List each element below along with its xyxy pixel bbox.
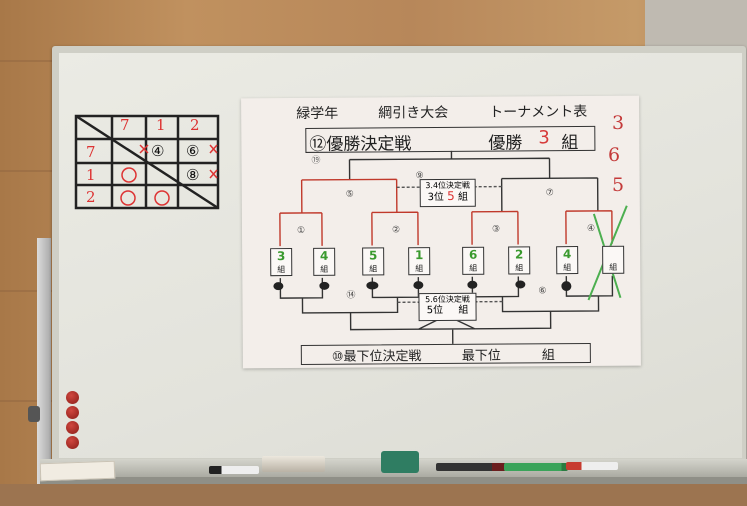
team-kumi: 組 xyxy=(320,264,329,274)
tournament-poster: 緑学年 綱引き大会 トーナメント表 ⑫優勝決定戦 優勝 3 組 ⑲ ⑨ 3.4位… xyxy=(241,95,641,369)
match-label: ④ xyxy=(586,223,596,234)
last-place-box: ⑩最下位決定戦 最下位 組 xyxy=(300,342,591,365)
champion-label: 優勝 xyxy=(488,133,523,154)
team-box: 4 組 xyxy=(313,247,336,276)
team-box: 2 組 xyxy=(508,246,531,275)
fifth-place-title: 5.6位決定戦 xyxy=(425,294,470,305)
magnet[interactable] xyxy=(66,436,79,449)
champion-kumi: 組 xyxy=(561,133,579,154)
last-place-kumi: 組 xyxy=(541,348,555,364)
third-place-result: 3位 5 組 xyxy=(421,188,475,204)
magnet[interactable] xyxy=(66,421,79,434)
side-note: 5 xyxy=(612,174,625,196)
poster-title-table: トーナメント表 xyxy=(489,103,588,121)
grid-col-header: 2 xyxy=(190,116,200,134)
third-place-number: 5 xyxy=(447,188,455,203)
grid-col-header: 1 xyxy=(156,116,166,134)
third-place-box: 3.4位決定戦 3位 5 組 xyxy=(419,178,476,208)
fifth-place-box: 5.6位決定戦 5位 組 xyxy=(418,292,477,322)
team-box: 6 組 xyxy=(462,246,485,275)
team-kumi: 組 xyxy=(563,263,572,273)
match-label: ① xyxy=(296,225,306,237)
side-note: 3 xyxy=(612,112,625,134)
grid-circled-mark: ⑥ xyxy=(186,142,200,160)
team-box: 組 xyxy=(602,245,625,274)
final-match-box: ⑫優勝決定戦 優勝 3 組 xyxy=(305,125,596,155)
team-box: 5 組 xyxy=(362,247,385,276)
grid-circled-mark: ⑧ xyxy=(186,166,200,184)
fifth-place-result: 5位 組 xyxy=(420,305,476,316)
green-marker[interactable] xyxy=(504,463,568,471)
match-label: ⑤ xyxy=(345,189,354,200)
whiteboard-eraser[interactable] xyxy=(262,456,325,472)
paper-note[interactable] xyxy=(39,460,116,482)
team-kumi: 組 xyxy=(415,264,424,274)
marker-tray-lip xyxy=(40,477,747,484)
poster-title-event: 綱引き大会 xyxy=(378,104,449,122)
whiteboard-stand-leg xyxy=(37,238,51,506)
grid-circled-mark: ④ xyxy=(151,142,165,160)
round-marker: ⑲ xyxy=(311,155,321,166)
team-kumi: 組 xyxy=(369,264,378,274)
fifth-place-rank: 5位 xyxy=(426,304,444,317)
team-box: 3 組 xyxy=(270,248,293,277)
champion-number: 3 xyxy=(538,127,550,149)
red-marker[interactable] xyxy=(566,462,618,470)
match-label: ② xyxy=(391,225,401,236)
magnet[interactable] xyxy=(66,406,79,419)
green-magnet-eraser[interactable] xyxy=(381,451,419,473)
last-place-rank: 最下位 xyxy=(461,348,501,364)
floor xyxy=(0,484,747,506)
match-result-grid: 7 1 2 7 1 2 ④ ⑥ ⑧ xyxy=(74,113,222,211)
grid-col-header: 7 xyxy=(120,116,130,134)
match-label: ⑥ xyxy=(538,286,547,297)
side-note: 6 xyxy=(608,144,621,166)
grid-row-header: 1 xyxy=(86,166,96,184)
stand-knob xyxy=(28,406,40,422)
dark-red-marker[interactable] xyxy=(436,463,506,471)
match-label: ⑭ xyxy=(346,290,356,301)
team-kumi: 組 xyxy=(515,263,524,273)
match-label: ⑦ xyxy=(545,188,554,199)
grid-row-header: 2 xyxy=(86,188,96,206)
magnet[interactable] xyxy=(66,391,79,404)
team-number: 2 xyxy=(514,247,524,262)
team-number: 6 xyxy=(468,247,478,262)
team-box: 1 組 xyxy=(408,247,431,276)
team-kumi: 組 xyxy=(609,262,618,272)
poster-title-grade: 緑学年 xyxy=(296,105,339,123)
team-box: 4 組 xyxy=(556,246,579,275)
grid-lines xyxy=(74,114,220,210)
team-number: 5 xyxy=(368,248,378,263)
black-marker[interactable] xyxy=(209,466,259,474)
team-kumi: 組 xyxy=(469,263,478,273)
match-label: ③ xyxy=(491,224,501,235)
team-number: 4 xyxy=(562,247,572,262)
team-number: 4 xyxy=(319,248,329,263)
grid-row-header: 7 xyxy=(86,143,96,161)
third-place-rank: 3位 xyxy=(427,191,444,204)
third-place-kumi: 組 xyxy=(457,191,468,203)
fifth-place-kumi: 組 xyxy=(458,304,469,316)
team-kumi: 組 xyxy=(277,265,286,275)
bracket-lines xyxy=(273,150,628,344)
last-place-label: ⑩最下位決定戦 xyxy=(331,349,422,365)
team-number: 1 xyxy=(414,248,424,263)
final-match-label: ⑫優勝決定戦 xyxy=(309,134,412,155)
team-number: 3 xyxy=(276,249,286,264)
